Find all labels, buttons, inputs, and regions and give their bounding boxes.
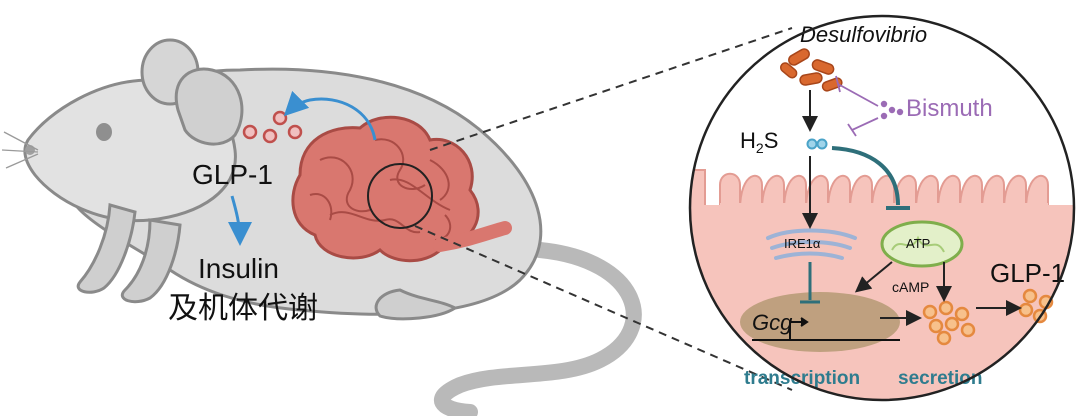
h2s-label: H2S: [740, 128, 778, 156]
zoom-line-top: [429, 27, 793, 151]
insulin-label: Insulin: [198, 253, 279, 284]
mouse-front-leg: [121, 218, 182, 304]
ire1-label: IRE1α: [784, 236, 821, 251]
transcription-label: transcription: [744, 368, 860, 389]
camp-label: cAMP: [892, 279, 929, 295]
arrow-glp1-to-insulin: [227, 195, 252, 246]
nucleus: [740, 292, 900, 352]
arrow-atp-to-gcg: [854, 261, 893, 293]
metabolism-label: 及机体代谢: [168, 292, 318, 325]
mouse-eye: [96, 123, 112, 141]
zoom-circle-outline: [688, 14, 1076, 402]
zoom-panel: IRE1α ATP cAMP Gcg GLP-1: [688, 14, 1076, 402]
inhibit-ire1-to-gcg: [800, 262, 820, 304]
atp-label: ATP: [906, 236, 930, 251]
intestine-illustration: [291, 115, 512, 263]
desulfovibrio-bacteria: [779, 48, 843, 92]
zoom-circle-small: [367, 163, 433, 229]
arrow-intestine-to-glp1: [283, 90, 377, 141]
mouse-ear-front: [174, 67, 244, 146]
endoplasmic-reticulum: [766, 228, 857, 260]
colon-tube: [433, 221, 512, 252]
bismuth-inhibition-lines: [835, 75, 879, 137]
inhibit-h2s-to-mitochondria: [831, 146, 910, 210]
bismuth-dots: [880, 100, 904, 120]
h2s-molecules: [806, 138, 828, 150]
bismuth-label: Bismuth: [906, 95, 993, 122]
mouse-front-leg-2: [76, 203, 137, 294]
glp1-particles-mouse: [242, 110, 303, 144]
gene-label: Gcg: [752, 310, 793, 335]
intestine-mass: [291, 115, 480, 263]
mouse-hind-leg: [374, 288, 458, 321]
glp1-label-cell: GLP-1: [990, 258, 1065, 288]
mouse-whiskers: [1, 131, 39, 169]
secretion-granules: [922, 300, 976, 346]
mitochondrion: [880, 220, 964, 268]
mouse-tail: [433, 242, 642, 416]
gene-promoter: [752, 317, 900, 341]
glp1-label-mouse: GLP-1: [192, 159, 273, 190]
zoom-line-bottom: [414, 225, 793, 391]
